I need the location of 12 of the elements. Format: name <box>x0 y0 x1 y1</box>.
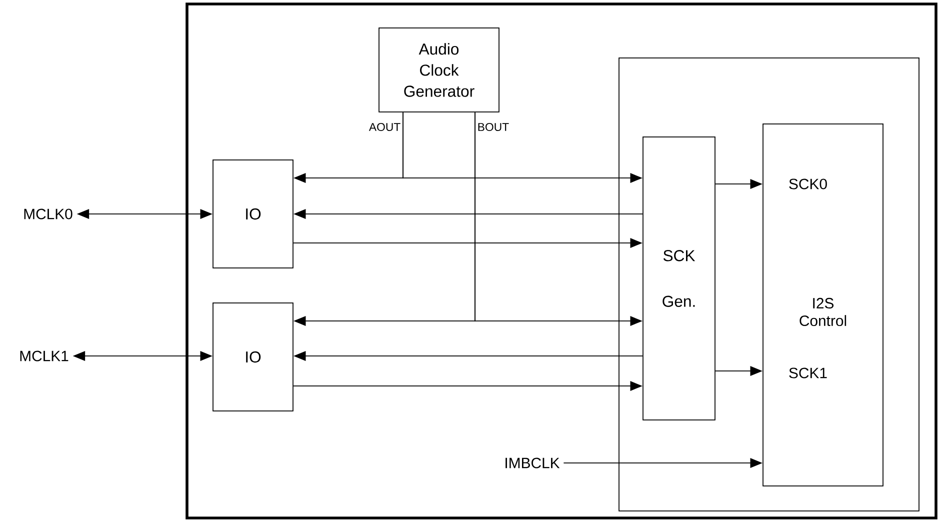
block-box: Audio Clock Generator <box>378 28 500 112</box>
block-box: SCK Gen. <box>642 136 716 420</box>
pin-label: AOUT <box>368 122 400 132</box>
block-box: IO <box>212 302 294 412</box>
signal-label: IMBCLK <box>506 458 560 468</box>
signal-label: MCLK1 <box>20 350 68 362</box>
block-box: IO <box>212 160 294 268</box>
signal-label: MCLK0 <box>24 208 72 220</box>
block-box: SCK0 I2S Control SCK1 <box>762 124 884 486</box>
frame-box <box>186 2 938 520</box>
container-box <box>618 58 920 512</box>
pin-label: BOUT <box>478 122 509 132</box>
